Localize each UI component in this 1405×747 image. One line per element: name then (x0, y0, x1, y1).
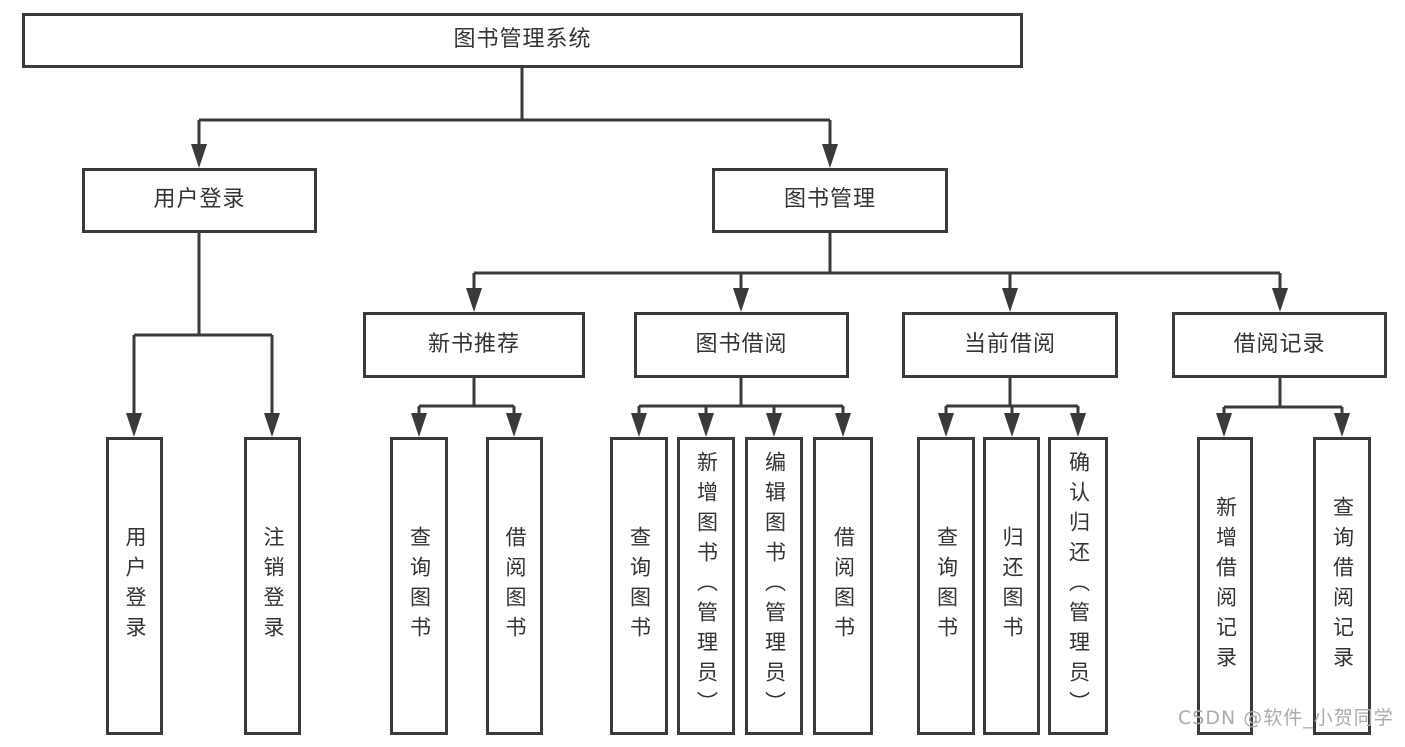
leaf-borrowing-query-book-label: 查询图书 (627, 526, 652, 646)
node-book-management-label: 图书管理 (783, 187, 876, 213)
leaf-records-add-record: 新增借阅记录 (1197, 437, 1253, 735)
leaf-borrowing-borrow-book-label: 借阅图书 (831, 526, 856, 646)
node-library-system-root: 图书管理系统 (22, 13, 1023, 68)
leaf-borrowing-query-book: 查询图书 (610, 437, 668, 735)
leaf-current-return-book: 归还图书 (983, 437, 1040, 735)
leaf-user-login-label: 用户登录 (123, 526, 147, 646)
leaf-current-query-book: 查询图书 (917, 437, 975, 735)
leaf-recommend-query-book: 查询图书 (390, 437, 448, 735)
leaf-borrowing-add-book-admin: 新增图书（管理员） (677, 437, 735, 735)
node-current-borrowing: 当前借阅 (902, 312, 1118, 378)
leaf-current-confirm-return-admin-label: 确认归还（管理员） (1066, 451, 1091, 721)
node-borrowing-records: 借阅记录 (1172, 312, 1387, 378)
node-book-borrowing: 图书借阅 (634, 312, 849, 378)
node-current-borrowing-label: 当前借阅 (963, 331, 1056, 357)
leaf-logout: 注销登录 (244, 437, 301, 735)
leaf-logout-label: 注销登录 (261, 526, 285, 646)
leaf-current-confirm-return-admin: 确认归还（管理员） (1048, 437, 1108, 735)
leaf-current-return-book-label: 归还图书 (1000, 526, 1024, 646)
leaf-recommend-borrow-book-label: 借阅图书 (503, 526, 527, 646)
leaf-borrowing-edit-book-admin: 编辑图书（管理员） (745, 437, 803, 735)
node-book-management: 图书管理 (712, 168, 948, 233)
node-book-borrowing-label: 图书借阅 (695, 331, 788, 357)
leaf-borrowing-add-book-admin-label: 新增图书（管理员） (694, 451, 719, 721)
node-library-system-root-label: 图书管理系统 (453, 27, 592, 53)
node-borrowing-records-label: 借阅记录 (1233, 331, 1326, 357)
node-new-book-recommend: 新书推荐 (363, 312, 585, 378)
leaf-records-query-record: 查询借阅记录 (1313, 437, 1371, 735)
leaf-records-add-record-label: 新增借阅记录 (1213, 496, 1238, 676)
node-user-login: 用户登录 (82, 168, 317, 233)
leaf-user-login: 用户登录 (106, 437, 163, 735)
leaf-borrowing-borrow-book: 借阅图书 (813, 437, 873, 735)
leaf-current-query-book-label: 查询图书 (934, 526, 959, 646)
node-new-book-recommend-label: 新书推荐 (427, 331, 520, 357)
csdn-watermark: CSDN @软件_小贺同学 (1178, 707, 1394, 729)
leaf-recommend-query-book-label: 查询图书 (407, 526, 432, 646)
leaf-borrowing-edit-book-admin-label: 编辑图书（管理员） (762, 451, 787, 721)
leaf-records-query-record-label: 查询借阅记录 (1330, 496, 1355, 676)
leaf-recommend-borrow-book: 借阅图书 (486, 437, 543, 735)
node-user-login-label: 用户登录 (153, 187, 246, 213)
